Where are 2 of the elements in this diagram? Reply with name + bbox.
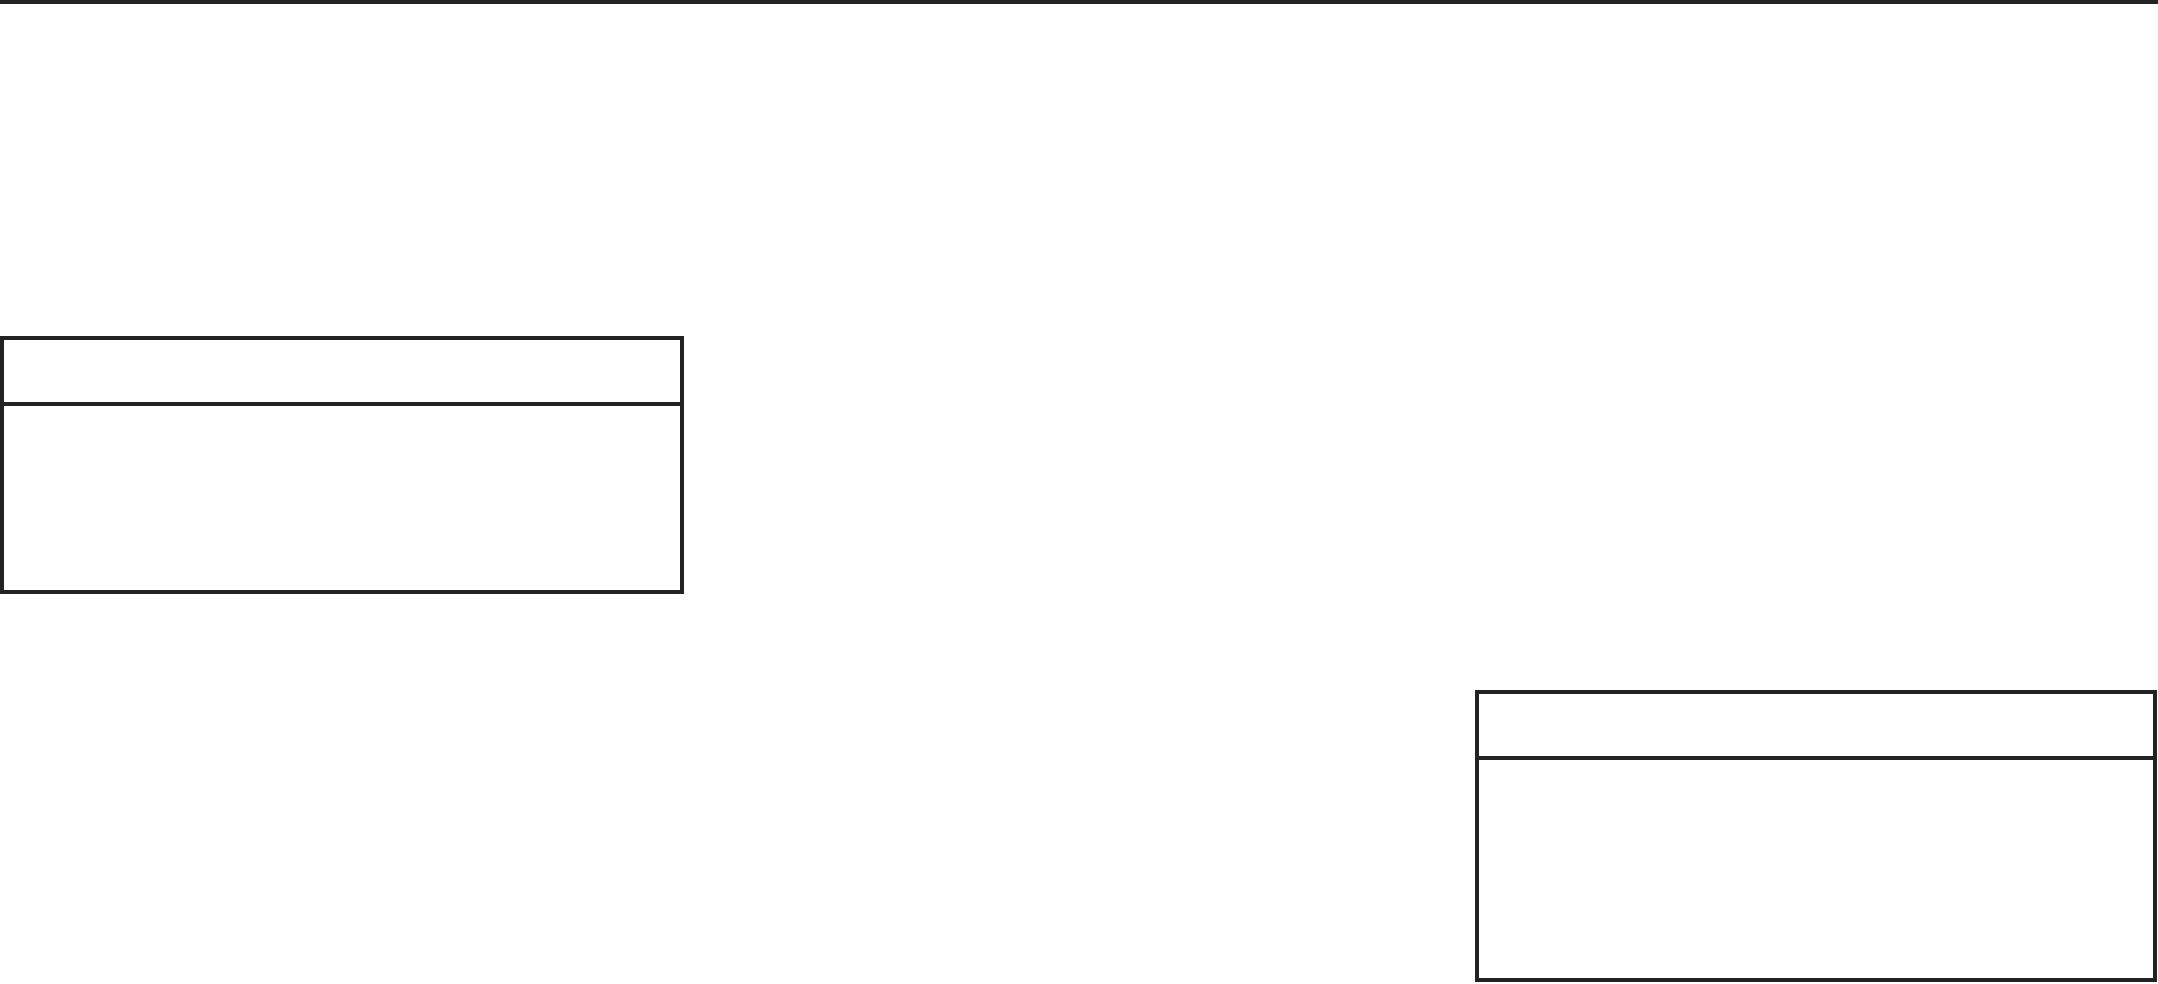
table-box: [1475, 690, 2157, 982]
table-box: [0, 336, 684, 594]
